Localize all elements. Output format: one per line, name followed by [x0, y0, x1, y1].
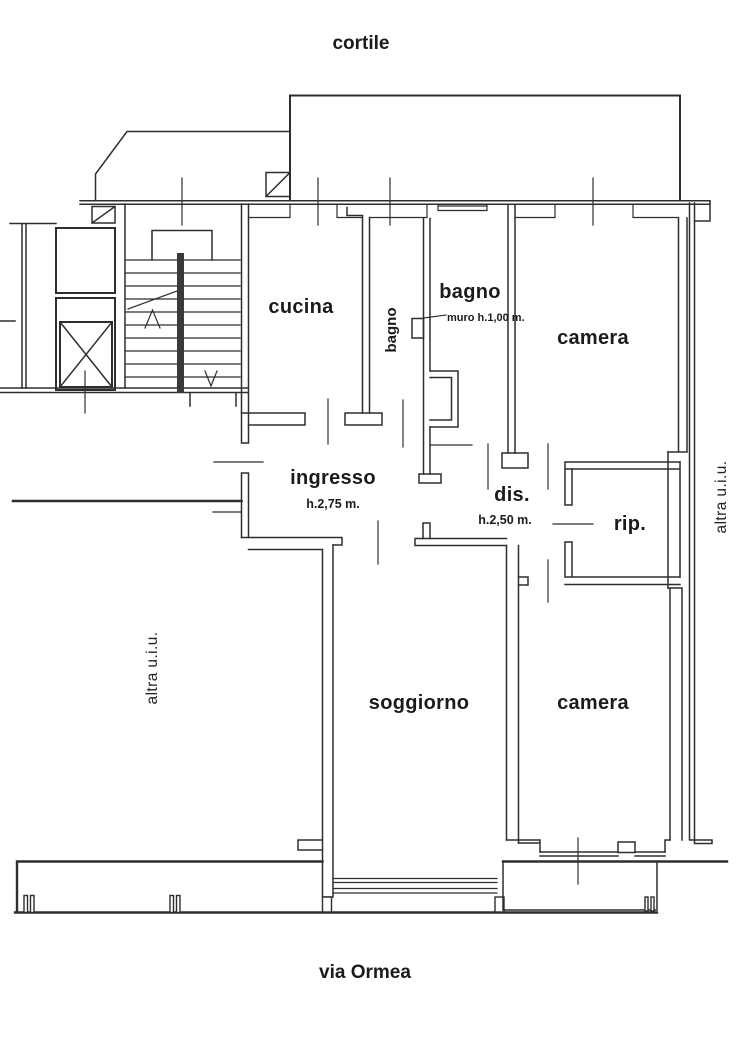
soggiorno-camera-divider [505, 544, 529, 844]
stair-break-line [127, 290, 178, 310]
annex-roof [90, 130, 292, 225]
labels: cortile cucina bagno bagno muro h.1,00 m… [144, 33, 730, 983]
bagno-small-walls [402, 217, 473, 484]
label-camera-top: camera [557, 327, 629, 349]
stair-down-arrow [204, 370, 218, 388]
camera-balcony [501, 860, 729, 912]
rip-walls [552, 461, 681, 586]
label-bagno-small: bagno [383, 308, 400, 353]
elevator-shaft [55, 227, 116, 414]
label-rip: rip. [614, 513, 646, 535]
label-cucina: cucina [268, 296, 334, 318]
terrace-outline [289, 94, 681, 201]
label-altra-uiu-right: altra u.i.u. [713, 461, 730, 534]
label-dis-height: h.2,50 m. [478, 513, 532, 527]
east-wall-system [667, 202, 713, 845]
bagno-camera-divider [501, 203, 529, 469]
interior-walls-west [212, 203, 329, 539]
label-dis: dis. [494, 484, 530, 506]
elevator-cross [58, 320, 114, 389]
staircase [124, 203, 241, 393]
window-ticks [181, 177, 594, 226]
soggiorno-balcony [321, 877, 505, 913]
label-cortile: cortile [332, 33, 389, 54]
label-camera-bottom: camera [557, 692, 629, 714]
stair-up-arrow [144, 308, 161, 329]
label-bagno: bagno [439, 281, 501, 303]
low-wall-muro [411, 317, 425, 339]
label-soggiorno: soggiorno [369, 692, 469, 714]
label-ingresso: ingresso [290, 467, 376, 489]
label-ingresso-height: h.2,75 m. [306, 497, 360, 511]
cucina-bagno-divider [344, 206, 383, 426]
dis-area-ticks [487, 443, 549, 603]
label-via-ormea: via Ormea [319, 962, 411, 983]
left-block-walls [0, 222, 249, 407]
label-muro-note: muro h.1,00 m. [447, 312, 525, 324]
label-altra-uiu-left: altra u.i.u. [144, 632, 161, 705]
muro-leader-line [423, 314, 447, 319]
street-facade [13, 839, 659, 914]
stair-stringer [177, 253, 184, 393]
top-facade-wall [79, 199, 711, 222]
